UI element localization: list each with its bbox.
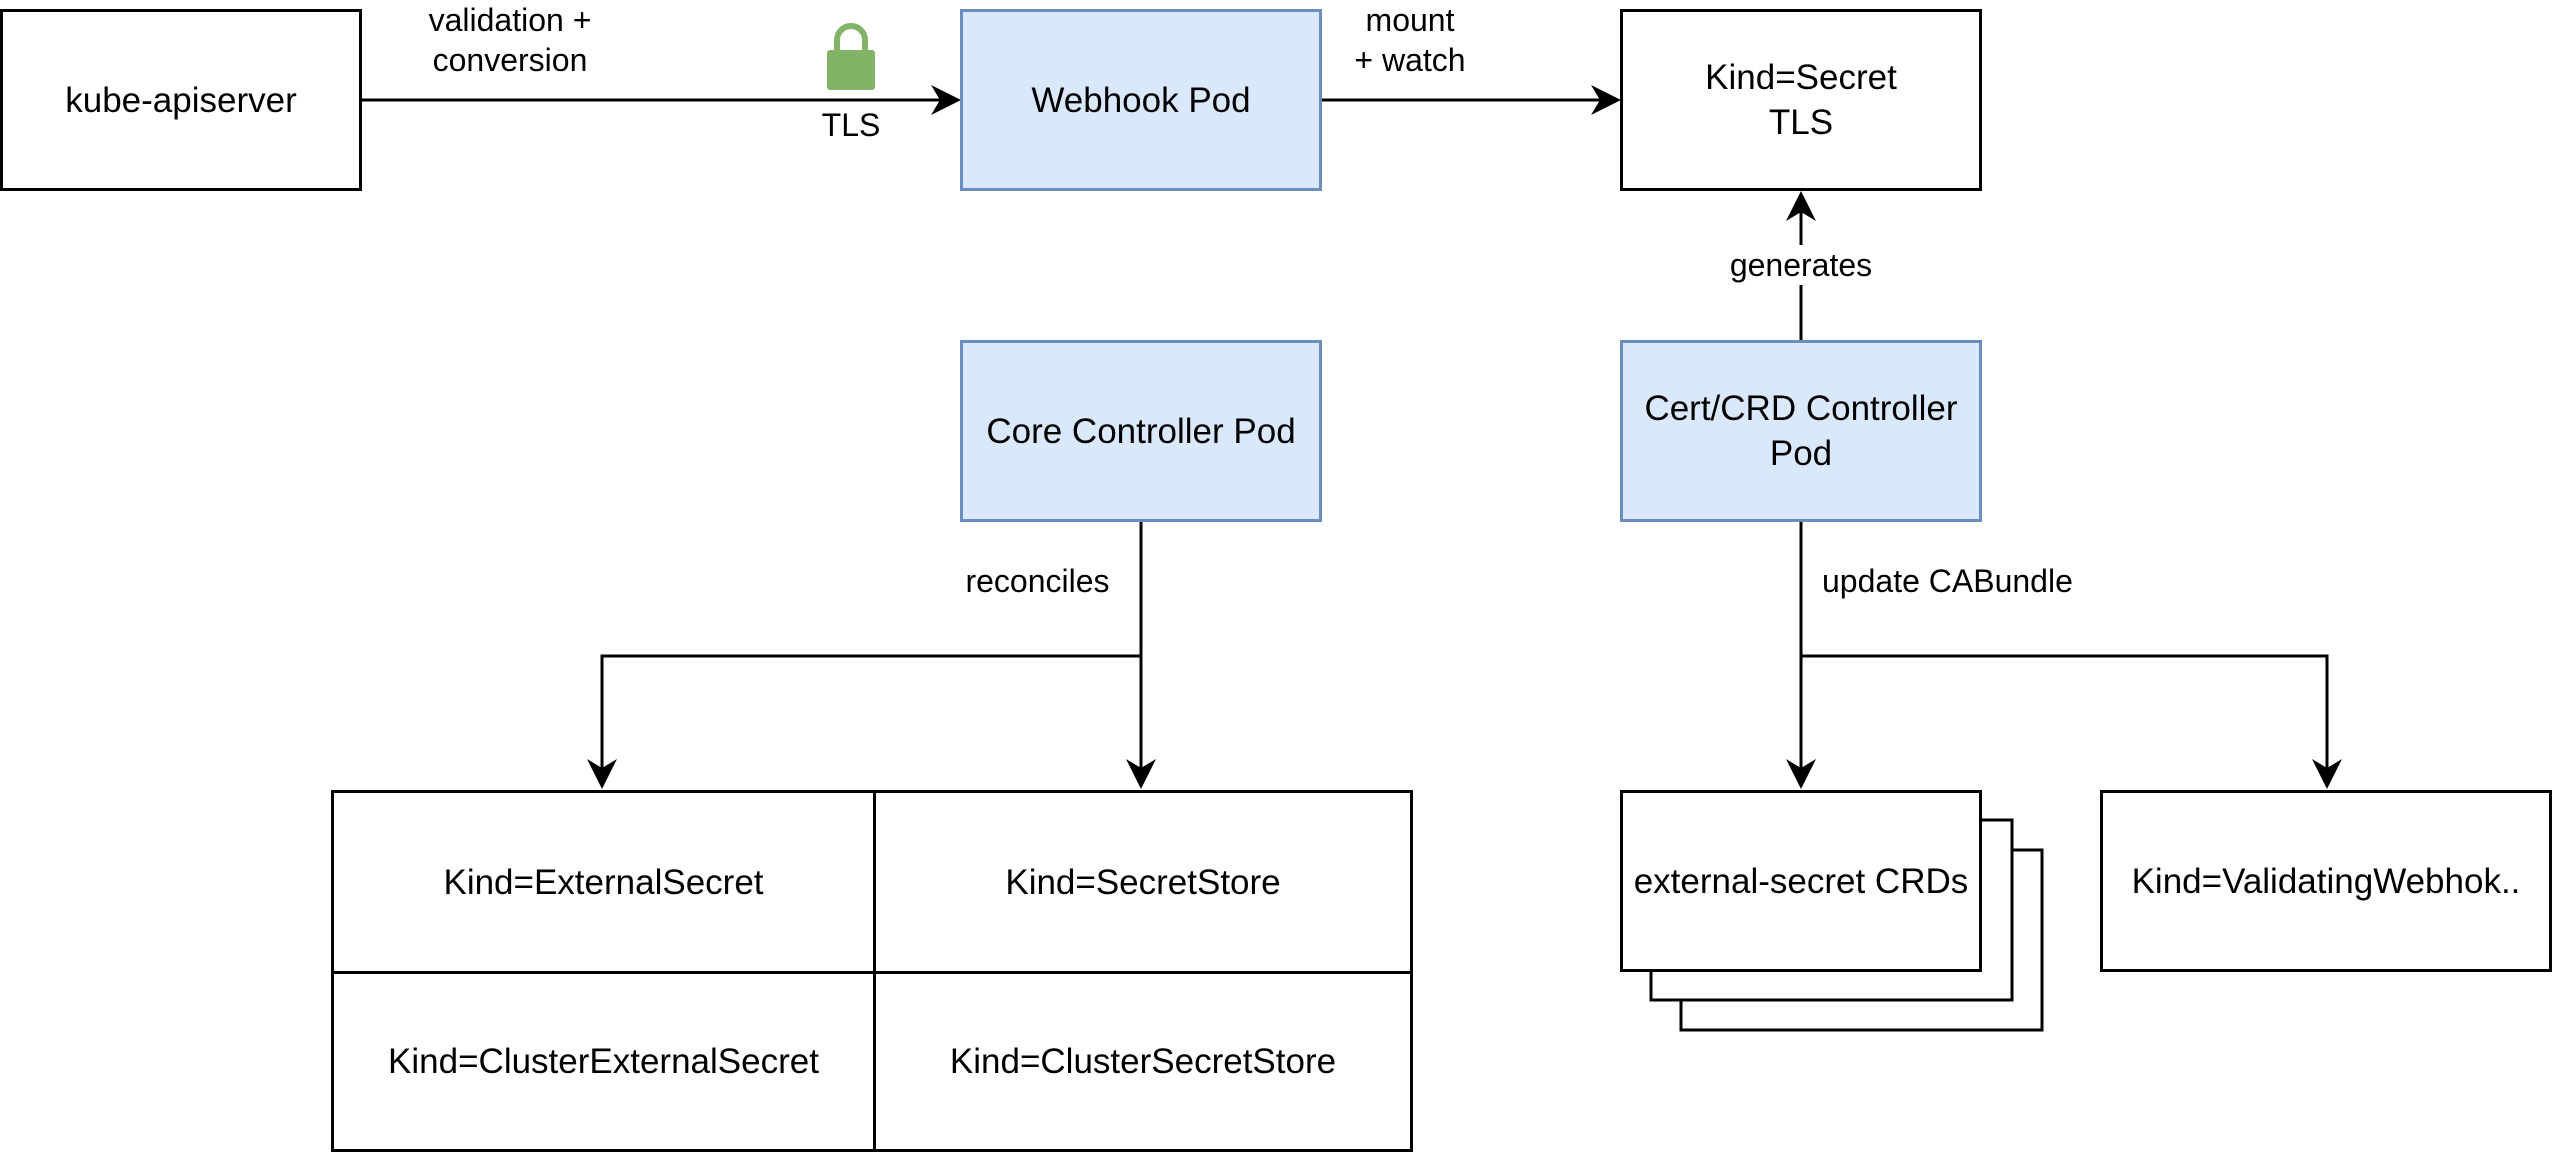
edge-cert-to-validatingwebhook <box>1801 654 2342 789</box>
external-secret-crds-label: external-secret CRDs <box>1633 861 1969 901</box>
cert-crd-controller-pod-label: Cert/CRD Controller Pod <box>1644 389 1958 473</box>
kind-secretstore-cell: Kind=SecretStore <box>876 793 1410 971</box>
kind-externalsecret-label: Kind=ExternalSecret <box>443 862 764 902</box>
kind-secret-tls-box: Kind=Secret TLS <box>1620 9 1982 191</box>
kind-validatingwebhook-box: Kind=ValidatingWebhok.. <box>2100 790 2552 972</box>
kind-secret-tls-label: Kind=Secret TLS <box>1705 58 1897 142</box>
label-reconciles: reconciles <box>965 563 1110 599</box>
cert-crd-controller-pod-box: Cert/CRD Controller Pod <box>1620 340 1982 522</box>
lock-icon <box>827 23 875 90</box>
kind-externalsecret-cell: Kind=ExternalSecret <box>334 793 873 971</box>
webhook-pod-label: Webhook Pod <box>1031 80 1251 120</box>
kind-clustersecretstore-cell: Kind=ClusterSecretStore <box>876 974 1410 1149</box>
external-secret-crds-box: external-secret CRDs <box>1620 790 1982 972</box>
kind-validatingwebhook-label: Kind=ValidatingWebhok.. <box>2131 861 2521 901</box>
kind-clusterexternalsecret-label: Kind=ClusterExternalSecret <box>388 1042 819 1081</box>
kind-clustersecretstore-label: Kind=ClusterSecretStore <box>949 1042 1337 1081</box>
kind-clusterexternalsecret-cell: Kind=ClusterExternalSecret <box>334 974 873 1149</box>
label-tls: TLS <box>821 107 881 143</box>
label-mount-watch: mount + watch <box>1354 2 1466 78</box>
resource-grid: Kind=ExternalSecret Kind=SecretStore Kin… <box>331 790 1413 1152</box>
grid-horizontal-divider <box>334 971 1410 974</box>
core-controller-pod-label: Core Controller Pod <box>986 411 1296 451</box>
kind-secretstore-label: Kind=SecretStore <box>1005 862 1281 902</box>
label-validation-conversion: validation + conversion <box>428 2 592 78</box>
webhook-pod-box: Webhook Pod <box>960 9 1322 191</box>
label-update-cabundle: update CABundle <box>1822 563 2073 599</box>
core-controller-pod-box: Core Controller Pod <box>960 340 1322 522</box>
kube-apiserver-box: kube-apiserver <box>0 9 362 191</box>
kube-apiserver-label: kube-apiserver <box>65 80 297 120</box>
label-generates: generates <box>1722 245 1880 285</box>
